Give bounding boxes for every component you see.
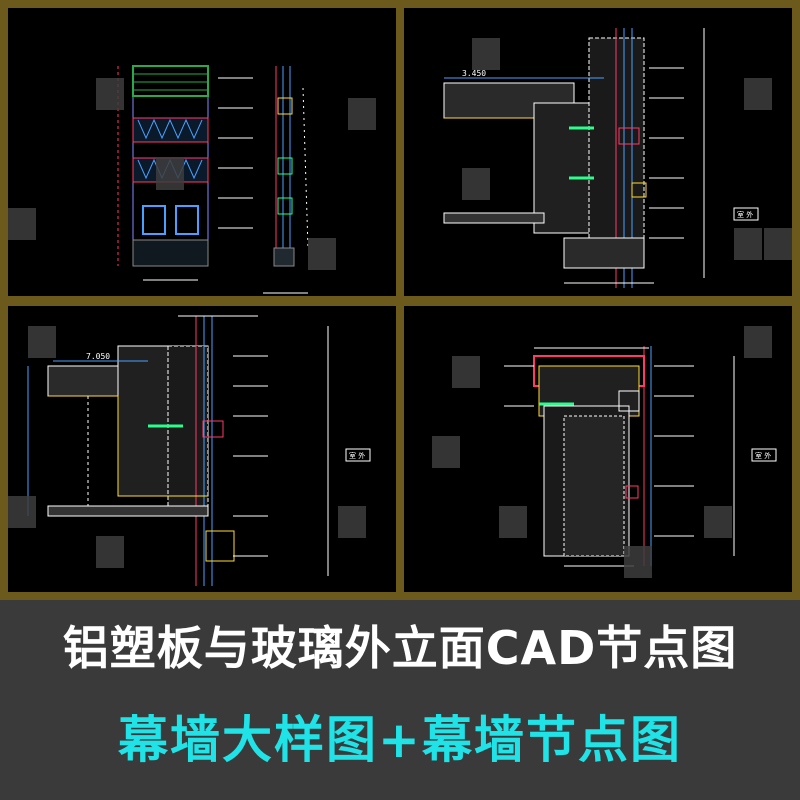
watermark-thumbnail xyxy=(624,546,652,578)
cad-panel-floor-node-2: 7.050 室 外 xyxy=(8,306,396,592)
watermark-thumbnail xyxy=(96,78,124,110)
watermark-thumbnail xyxy=(156,158,184,190)
watermark-thumbnail xyxy=(704,506,732,538)
cad-panel-elevation xyxy=(8,8,396,296)
watermark-thumbnail xyxy=(432,436,460,468)
watermark-thumbnail xyxy=(8,496,36,528)
watermark-thumbnail xyxy=(96,536,124,568)
subtitle: 幕墙大样图+幕墙节点图 xyxy=(118,711,682,769)
watermark-thumbnail xyxy=(744,78,772,110)
parapet-node-drawing: 室 外 xyxy=(504,346,777,567)
elevation-drawing xyxy=(117,65,309,294)
cad-panel-parapet-node: 室 外 xyxy=(404,306,792,592)
watermark-thumbnail xyxy=(348,98,376,130)
outdoor-label: 室 外 xyxy=(349,451,365,460)
watermark-thumbnail xyxy=(8,208,36,240)
floor-node-drawing: 3.450 室 外 xyxy=(443,28,759,288)
watermark-thumbnail xyxy=(28,326,56,358)
floor-node-2-drawing: 7.050 室 外 xyxy=(27,315,371,586)
watermark-thumbnail xyxy=(338,506,366,538)
outdoor-label: 室 外 xyxy=(737,210,753,219)
watermark-thumbnail xyxy=(764,228,792,260)
main-title: 铝塑板与玻璃外立面CAD节点图 xyxy=(62,621,738,675)
cad-panel-floor-node: 3.450 室 外 xyxy=(404,8,792,296)
watermark-thumbnail xyxy=(499,506,527,538)
watermark-thumbnail xyxy=(452,356,480,388)
watermark-thumbnail xyxy=(472,38,500,70)
watermark-thumbnail xyxy=(308,238,336,270)
title-banner xyxy=(0,600,800,800)
watermark-thumbnail xyxy=(744,326,772,358)
level-label: 7.050 xyxy=(86,352,110,361)
image-frame: 3.450 室 外 xyxy=(8,8,792,592)
watermark-thumbnail xyxy=(462,168,490,200)
outdoor-label: 室 外 xyxy=(755,451,771,460)
watermark-thumbnail xyxy=(734,228,762,260)
level-label: 3.450 xyxy=(462,69,486,78)
